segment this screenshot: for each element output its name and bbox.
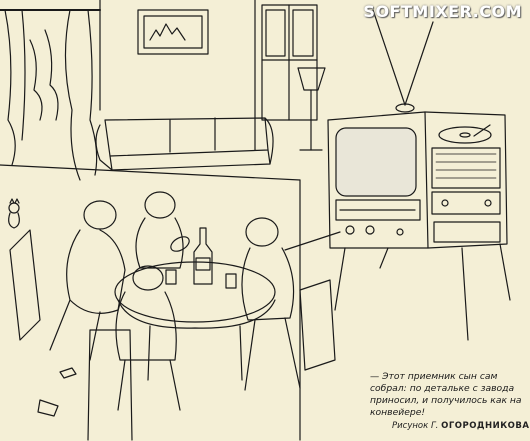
man-left	[49, 200, 126, 361]
table	[114, 261, 276, 381]
artist-credit: Рисунок Г. ОГОРОДНИКОВА	[392, 421, 529, 431]
sofa	[95, 117, 274, 171]
cartoon-caption: — Этот приемник сын сам собрал: по детал…	[370, 371, 522, 418]
floor-items	[37, 367, 77, 417]
window	[261, 4, 318, 121]
tv-antenna-icon	[372, 9, 434, 113]
site-watermark: SOFTMIXER.COM	[363, 2, 522, 21]
room-perspective	[0, 0, 301, 441]
chairs	[9, 229, 336, 441]
curtains	[0, 9, 101, 181]
radiogram	[424, 111, 508, 249]
lamp-icon	[297, 67, 326, 151]
credit-author: ОГОРОДНИКОВА	[441, 421, 530, 431]
wall-picture	[137, 9, 209, 55]
glasses	[165, 236, 237, 289]
cat-icon	[8, 198, 20, 229]
record-player-icon	[438, 124, 492, 144]
man-right	[241, 217, 341, 391]
tv-set	[327, 111, 511, 341]
man-back-left	[135, 191, 184, 269]
bottle-icon	[193, 227, 213, 285]
man-front	[115, 265, 181, 411]
credit-prefix: Рисунок Г.	[392, 421, 439, 431]
